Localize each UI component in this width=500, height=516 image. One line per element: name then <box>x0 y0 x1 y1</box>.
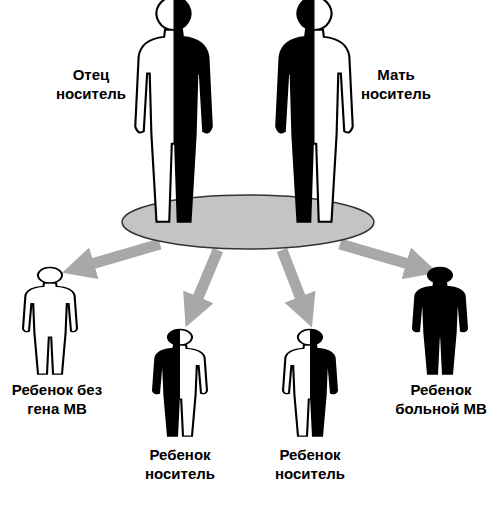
carrier-child-figure <box>283 329 337 436</box>
person-node: Ребенок носитель <box>135 446 225 484</box>
person-node: Ребенок носитель <box>265 446 355 484</box>
child-label: Ребенок носитель <box>135 446 225 484</box>
arrows <box>78 244 422 312</box>
parent-label: Отец носитель <box>50 66 132 104</box>
healthy-child-figure <box>23 267 77 374</box>
affected-child-figure <box>413 267 467 374</box>
child-label: Ребенок носитель <box>265 446 355 484</box>
parent-label: Мать носитель <box>354 66 438 104</box>
person-node: Ребенок без гена МВ <box>2 381 112 419</box>
person-node: Мать носитель <box>354 66 438 104</box>
mother-figure <box>276 0 353 222</box>
child-label: Ребенок без гена МВ <box>2 381 112 419</box>
child-label: Ребенок больной МВ <box>386 381 496 419</box>
father-figure <box>135 0 212 222</box>
person-node: Ребенок больной МВ <box>386 381 496 419</box>
person-node: Отец носитель <box>50 66 132 104</box>
carrier-child-figure <box>153 329 207 436</box>
